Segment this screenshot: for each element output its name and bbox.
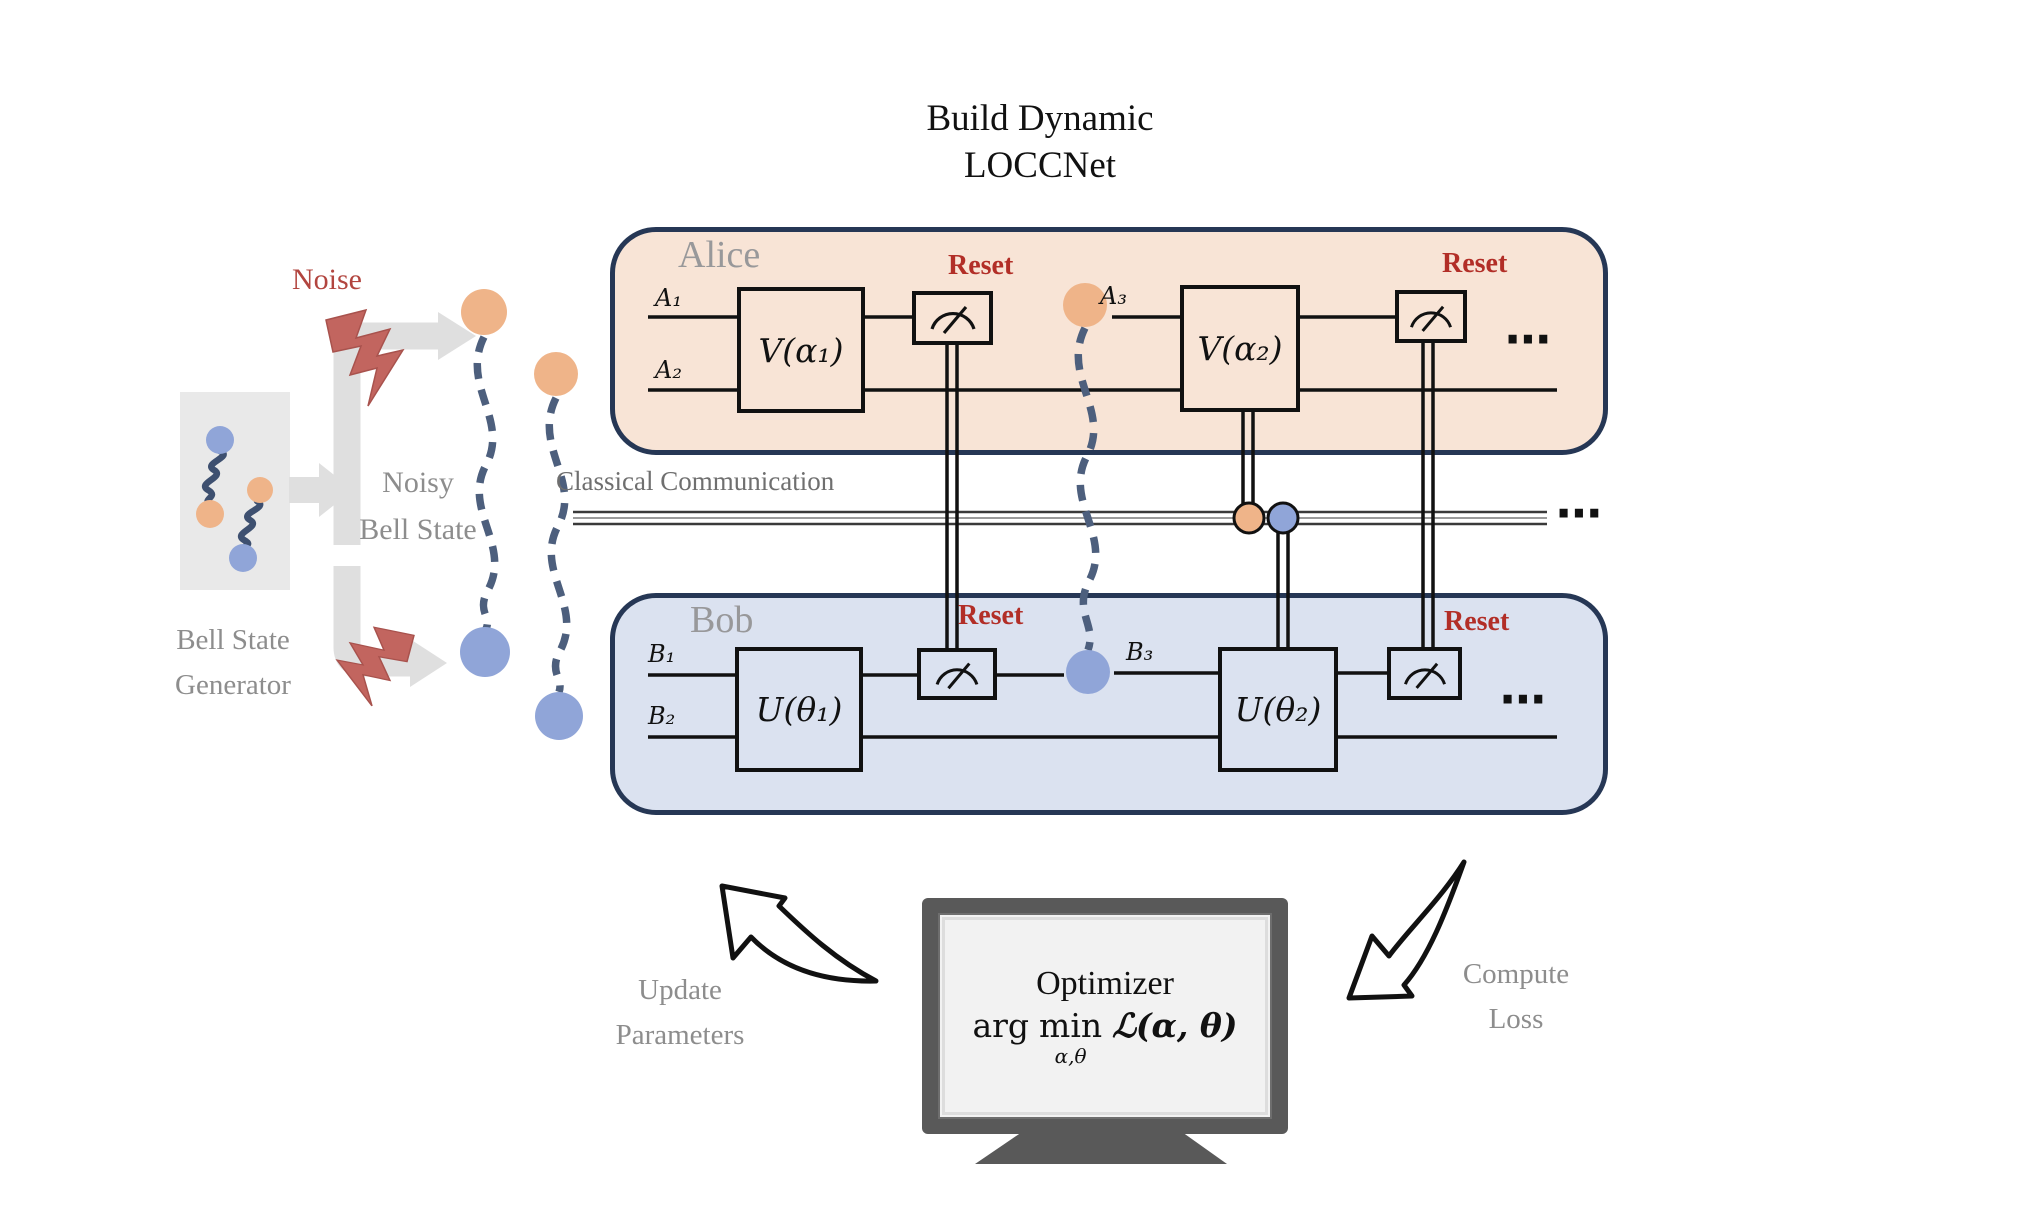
flow-arrow-up-head	[438, 312, 476, 360]
noisy-bell-line1: Noisy	[382, 466, 454, 499]
optimizer-title: Optimizer	[1036, 964, 1174, 1002]
bob-wire3-label: B₃	[1126, 638, 1154, 666]
bob-wire2-label: B₂	[648, 702, 676, 730]
compute-loss-label: Compute Loss	[1430, 952, 1602, 1042]
meter-icon	[935, 662, 979, 690]
noise-bolt-bottom-icon	[335, 626, 415, 707]
classical-communication-label: Classical Communication	[556, 466, 835, 496]
diagram-title: Build Dynamic LOCCNet	[880, 95, 1200, 190]
update-line2: Parameters	[615, 1018, 745, 1051]
monitor-stand	[975, 1132, 1227, 1164]
bell-state-generator-label: Bell State Generator	[148, 618, 318, 708]
title-line1: Build Dynamic	[926, 98, 1154, 139]
bob-reset-2: Reset	[1444, 606, 1510, 637]
noise-bolt-top-icon	[325, 308, 405, 407]
formula-loss: ℒ(α, θ)	[1112, 1005, 1238, 1045]
alice-label: Alice	[678, 234, 761, 276]
alice-measurement-2	[1395, 290, 1467, 343]
flow-arrow-down-head	[410, 639, 447, 687]
bob-measurement-1	[917, 648, 997, 700]
formula-min-stack: min α,θ	[1039, 1005, 1103, 1069]
update-parameters-arrow	[719, 883, 879, 984]
alice-wire2-label: A₂	[655, 356, 682, 384]
update-line1: Update	[638, 974, 722, 1006]
meter-icon	[1410, 305, 1452, 332]
bob-ellipsis: ⋯	[1500, 672, 1548, 726]
generator-line2: Generator	[175, 668, 291, 701]
bus-node-orange	[1232, 501, 1266, 535]
bell-state-generator-box	[180, 392, 290, 590]
entanglement-link-2	[545, 396, 571, 694]
alice-reset-2: Reset	[1442, 248, 1508, 279]
noisy-bell-line2: Bell State	[359, 512, 477, 546]
meter-icon	[929, 305, 976, 335]
alice-measurement-1	[912, 291, 993, 345]
flow-arrow-down	[333, 566, 410, 677]
bob-wire1-label: B₁	[648, 640, 676, 668]
flow-arrow-mid-tail	[289, 477, 319, 503]
bob-reset-1: Reset	[958, 600, 1024, 631]
bus-node-blue	[1266, 501, 1300, 535]
alice-ellipsis: ⋯	[1505, 312, 1553, 366]
update-parameters-label: Update Parameters	[594, 968, 766, 1058]
gate-u-theta2: U(θ₂)	[1218, 647, 1338, 772]
bob-measurement-2	[1387, 647, 1462, 700]
formula-arg: arg	[972, 1005, 1030, 1045]
compute-line1: Compute	[1462, 958, 1570, 990]
meter-icon	[1403, 662, 1446, 689]
formula-min: min	[1039, 1005, 1103, 1045]
noise-label: Noise	[292, 263, 362, 296]
noisy-bell-state-label: Noisy Bell State	[338, 460, 498, 553]
bob-label: Bob	[690, 599, 754, 641]
gate-v-alpha2: V(α₂)	[1180, 285, 1300, 412]
compute-line2: Loss	[1488, 1002, 1544, 1035]
formula-min-subscript: α,θ	[1054, 1044, 1087, 1069]
classical-bus	[573, 510, 1547, 526]
title-line2: LOCCNet	[963, 145, 1117, 187]
alice-wire3-label: A₃	[1100, 282, 1127, 310]
generator-line1: Bell State	[176, 624, 290, 656]
bus-ellipsis: ⋯	[1556, 486, 1604, 540]
optimizer-monitor: Optimizer arg min α,θ ℒ(α, θ)	[922, 898, 1288, 1134]
gate-v-alpha1: V(α₁)	[737, 287, 865, 413]
gate-u-theta1: U(θ₁)	[735, 647, 863, 772]
monitor-screen: Optimizer arg min α,θ ℒ(α, θ)	[938, 913, 1272, 1119]
alice-reset-1: Reset	[948, 250, 1014, 281]
optimizer-formula: arg min α,θ ℒ(α, θ)	[972, 1005, 1238, 1069]
alice-wire1-label: A₁	[655, 284, 682, 312]
